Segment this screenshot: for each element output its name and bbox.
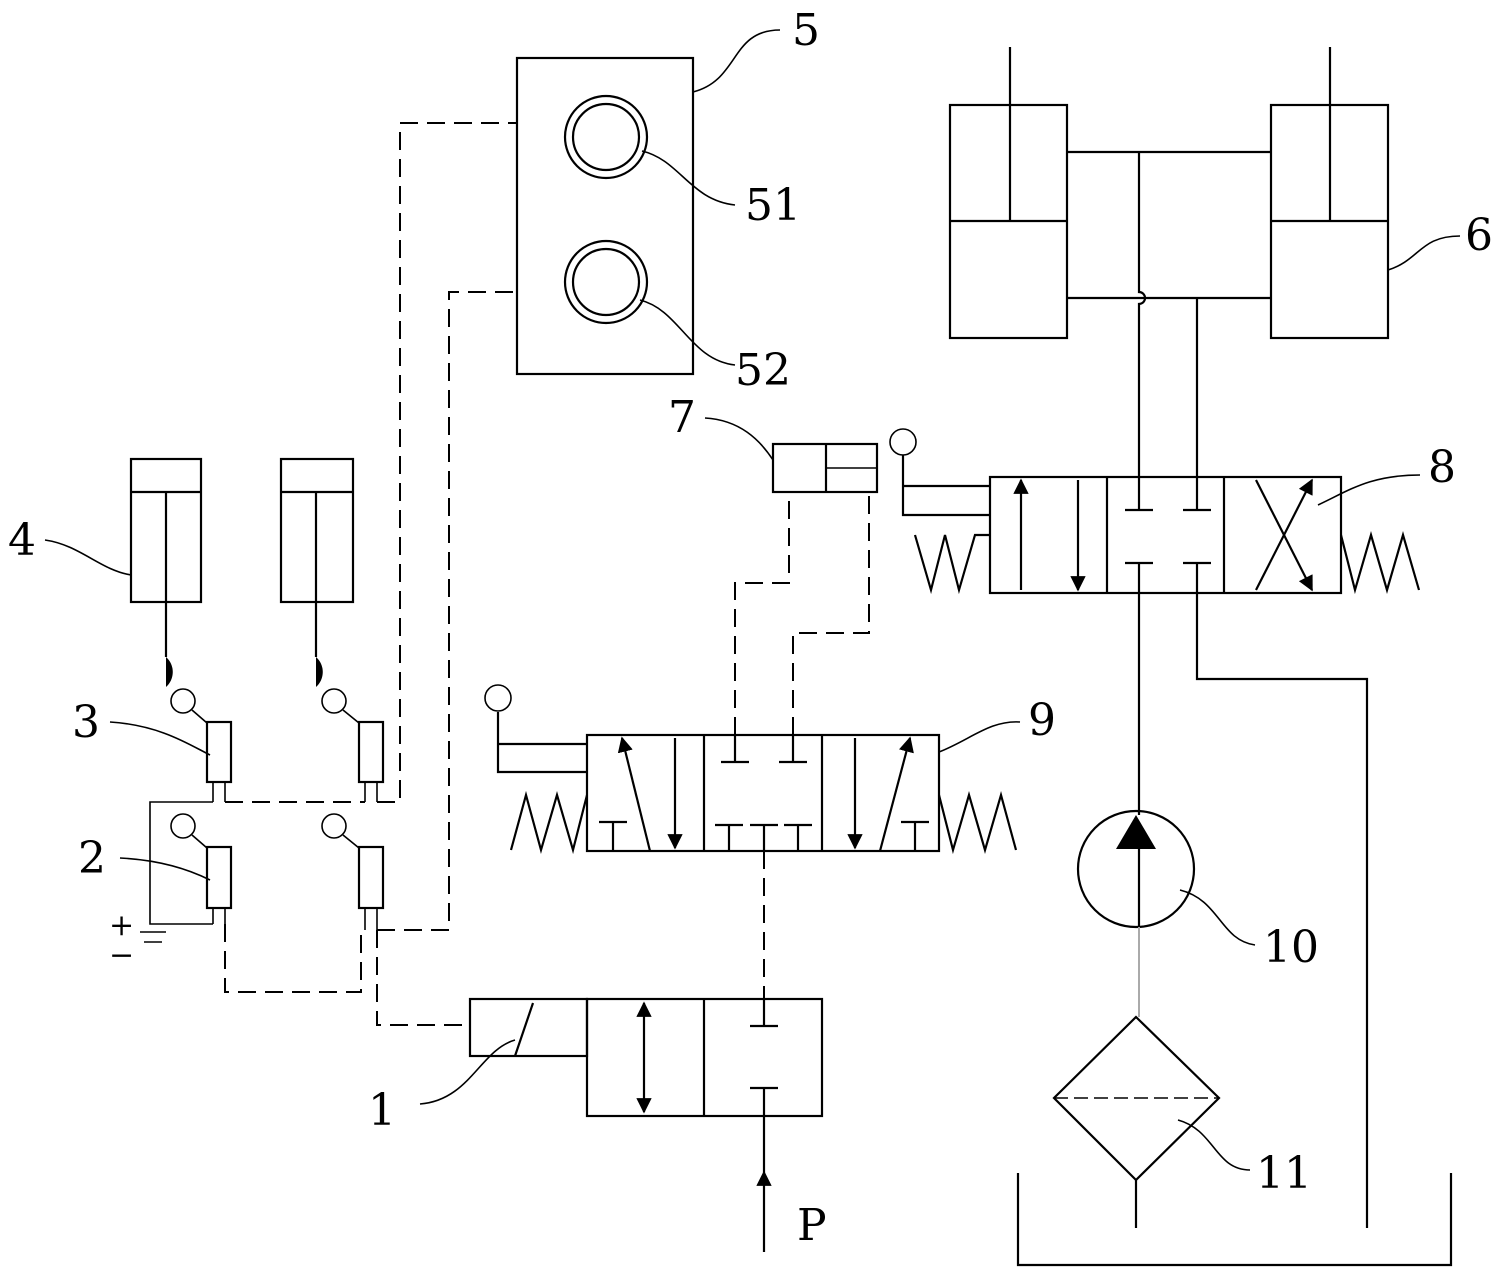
label-10: 10	[1263, 922, 1319, 973]
solenoid-valve-1	[468, 997, 824, 1252]
label-5: 5	[792, 5, 820, 56]
label-51: 51	[745, 180, 801, 231]
label-4: 4	[8, 515, 36, 566]
label-8: 8	[1428, 442, 1456, 493]
spring-left-icon	[913, 533, 990, 595]
signal-lines	[224, 122, 870, 1026]
spring-right-icon	[1339, 531, 1421, 595]
minus-sign: −	[109, 938, 134, 973]
gauge-51-icon	[563, 94, 649, 180]
label-7: 7	[668, 392, 696, 443]
labels: 5 51 52 6 7 8 9 10 11 4 3 2 1 P + −	[8, 5, 1493, 1251]
spring-left-icon	[509, 790, 589, 855]
limit-switches	[140, 688, 385, 943]
label-11: 11	[1256, 1148, 1312, 1199]
pump	[1076, 593, 1196, 1017]
filter	[1052, 1015, 1221, 1228]
spring-right-icon	[937, 790, 1018, 855]
pressure-label: P	[797, 1200, 827, 1251]
label-2: 2	[78, 833, 106, 884]
tank	[1016, 593, 1453, 1267]
gauge-52-icon	[563, 239, 649, 325]
label-52: 52	[735, 345, 791, 396]
directional-valve-8	[889, 428, 1421, 595]
small-cylinders	[129, 457, 355, 687]
leader-lines	[44, 29, 1461, 1171]
pilot-actuator-7	[771, 442, 879, 494]
label-9: 9	[1028, 695, 1056, 746]
label-6: 6	[1465, 210, 1493, 261]
label-3: 3	[72, 697, 100, 748]
plus-sign: +	[109, 908, 134, 943]
twin-cylinders	[948, 47, 1390, 477]
control-box	[515, 56, 695, 376]
label-1: 1	[368, 1085, 396, 1136]
pilot-valve-9	[484, 684, 1018, 855]
